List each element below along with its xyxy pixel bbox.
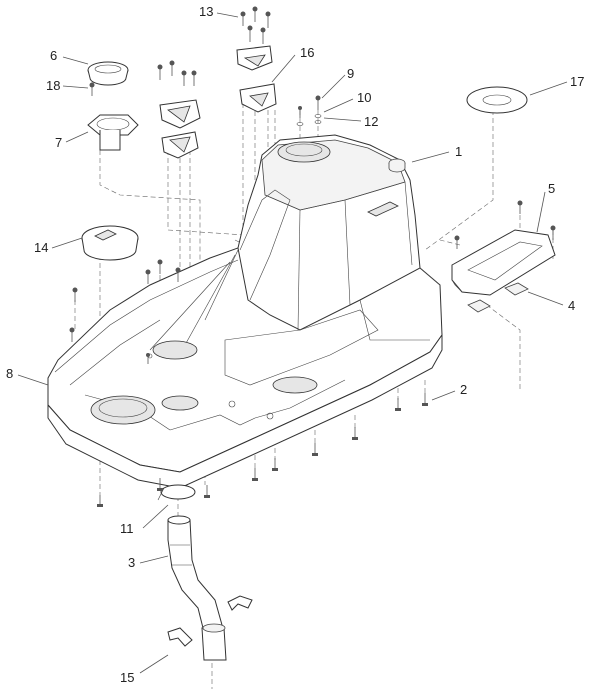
screw [97, 495, 103, 507]
screw [169, 60, 175, 76]
callout-13: 13 [199, 4, 213, 19]
screw [69, 327, 75, 342]
screw [252, 468, 258, 481]
screw [550, 225, 556, 240]
leader-lines [17, 12, 568, 674]
screw [517, 200, 523, 214]
screw [312, 443, 318, 456]
screw [191, 70, 197, 86]
callout-18: 18 [46, 78, 60, 93]
part-16-brackets [159, 45, 277, 159]
callout-4: 4 [568, 298, 575, 313]
callout-7: 7 [55, 135, 62, 150]
screw [89, 82, 95, 96]
callout-14: 14 [34, 240, 48, 255]
screw [181, 70, 187, 86]
callout-5: 5 [548, 181, 555, 196]
screw [204, 485, 210, 498]
callout-16: 16 [300, 45, 314, 60]
washer [314, 114, 322, 118]
screw [315, 95, 321, 110]
callout-3: 3 [128, 555, 135, 570]
callout-1: 1 [455, 144, 462, 159]
base-housing [47, 134, 443, 489]
part-14-cap [81, 225, 139, 261]
part-5-cover [451, 229, 556, 296]
screw [454, 235, 460, 249]
callout-6: 6 [50, 48, 57, 63]
screw [352, 427, 358, 440]
callout-9: 9 [347, 66, 354, 81]
screw [157, 64, 163, 80]
part-6-cap [87, 61, 129, 86]
callout-labels: 1 2 3 4 5 6 7 8 9 10 11 12 13 14 15 16 1… [6, 4, 584, 685]
callout-15: 15 [120, 670, 134, 685]
screw [260, 27, 266, 44]
screw [157, 478, 163, 491]
callout-2: 2 [460, 382, 467, 397]
callout-10: 10 [357, 90, 371, 105]
washer [296, 122, 304, 126]
screw [298, 106, 302, 118]
screw [157, 259, 163, 274]
part-7-fitting [87, 114, 139, 151]
screw [395, 398, 401, 411]
callout-12: 12 [364, 114, 378, 129]
screw [272, 458, 278, 471]
callout-17: 17 [570, 74, 584, 89]
screw [265, 11, 271, 28]
callout-8: 8 [6, 366, 13, 381]
part-17-gasket [466, 86, 528, 114]
washer [314, 120, 322, 124]
screw [240, 11, 246, 26]
screw [175, 267, 181, 282]
screw [422, 393, 428, 406]
screw [146, 353, 150, 364]
screw [145, 269, 151, 284]
part-4-pads [467, 282, 529, 313]
screw [247, 25, 253, 42]
callout-11: 11 [120, 521, 134, 536]
screws [69, 6, 556, 507]
screw [72, 287, 78, 302]
screw [252, 6, 258, 22]
hose-assembly [157, 484, 253, 661]
